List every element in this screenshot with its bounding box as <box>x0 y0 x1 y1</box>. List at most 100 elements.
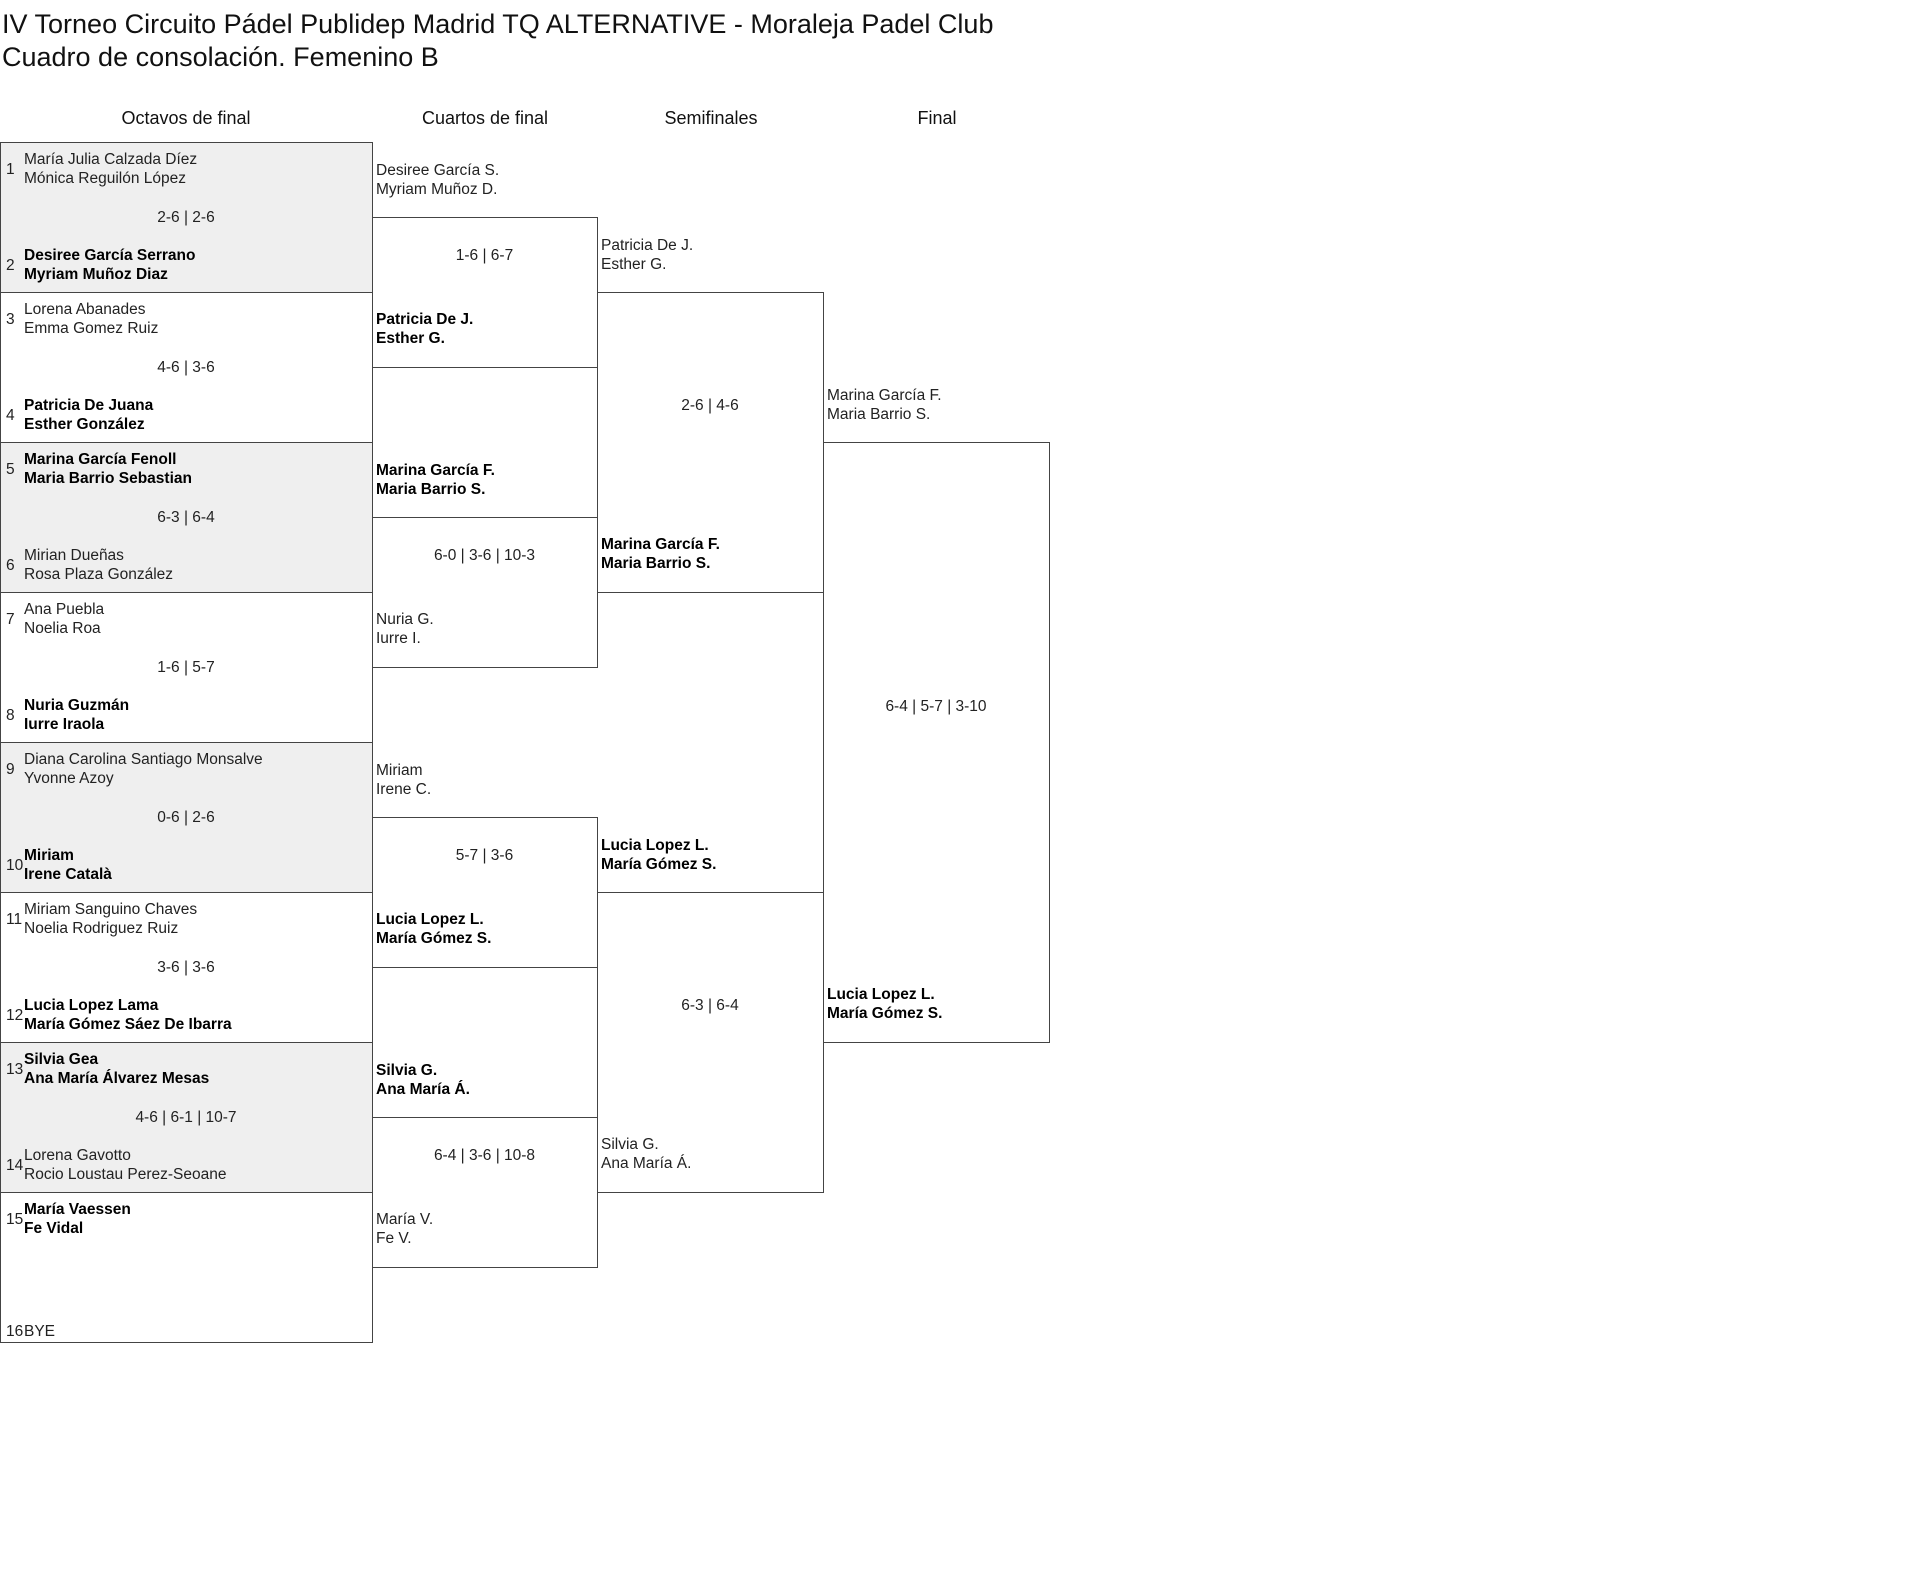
player-name: Ana María Álvarez Mesas <box>24 1070 210 1087</box>
match-score: 3-6 | 3-6 <box>157 959 215 976</box>
player-name: Silvia G. <box>601 1136 659 1153</box>
team-entry[interactable]: Patricia De J. Esther G. <box>376 310 473 348</box>
team-names: Patricia De J. Esther G. <box>601 236 693 274</box>
player-name: Mónica Reguilón López <box>24 170 186 187</box>
player-name: María V. <box>376 1211 434 1228</box>
player-name: Esther González <box>24 416 145 433</box>
match-score: 6-4 | 3-6 | 10-8 <box>433 1147 536 1164</box>
seed-number: 3 <box>6 310 15 328</box>
round-header: Semifinales <box>664 108 758 128</box>
player-name: Mirian Dueñas <box>24 547 124 564</box>
player-name: Miriam Sanguino Chaves <box>24 901 198 918</box>
match-score: 2-6 | 2-6 <box>157 209 215 226</box>
team-entry[interactable]: Silvia G.Ana María Á. <box>601 1135 691 1173</box>
seed-number: 5 <box>6 460 15 478</box>
seed-number: 1 <box>6 160 15 178</box>
player-name: Patricia De Juana <box>24 397 154 414</box>
player-name: Esther G. <box>376 330 445 347</box>
player-name: Miriam <box>376 762 423 779</box>
team-entry[interactable]: Lucia Lopez L.María Gómez S. <box>601 836 716 874</box>
player-name: Patricia De J. <box>601 237 694 254</box>
team-entry[interactable]: Silvia G. Ana María Á. <box>376 1061 470 1099</box>
match-score: 6-3 | 6-4 <box>157 509 215 526</box>
team-entry[interactable]: Patricia De J. Esther G. <box>601 236 693 274</box>
player-name: Maria Barrio Sebastian <box>24 470 192 487</box>
player-name: Maria Barrio S. <box>376 481 486 498</box>
team-entry[interactable]: Lucia Lopez L.María Gómez S. <box>376 910 491 948</box>
player-name: Ana María Á. <box>376 1081 470 1098</box>
team-names: Nuria G.Iurre I. <box>376 610 434 648</box>
seed-number: 14 <box>6 1156 24 1174</box>
seed-number: 9 <box>6 760 15 778</box>
player-name: Maria Barrio S. <box>601 555 711 572</box>
team-entry[interactable]: Nuria G.Iurre I. <box>376 610 434 648</box>
player-name: BYE <box>24 1322 56 1340</box>
player-name: Yvonne Azoy <box>24 770 114 787</box>
player-name: Myriam Muñoz D. <box>376 181 498 198</box>
team-entry[interactable]: Marina García F. Maria Barrio S. <box>827 386 942 424</box>
player-name: Miriam <box>24 847 74 864</box>
player-name: Rosa Plaza González <box>24 566 174 583</box>
seed-number: 11 <box>6 910 23 928</box>
team-names: Marina García F. Maria Barrio S. <box>376 461 495 499</box>
seed-number: 15 <box>6 1210 24 1228</box>
player-name: María Vaessen <box>24 1201 131 1218</box>
player-name: Marina García F. <box>376 462 495 479</box>
player-name: Maria Barrio S. <box>827 406 931 423</box>
round-header: Octavos de final <box>121 108 251 128</box>
player-name: Nuria Guzmán <box>24 697 130 714</box>
player-name: Rocio Loustau Perez-Seoane <box>24 1166 227 1183</box>
team-names: Marina García F. Maria Barrio S. <box>827 386 942 424</box>
team-entry[interactable]: Marina García F.Maria Barrio S. <box>601 535 720 573</box>
player-name: Lucia Lopez L. <box>376 911 484 928</box>
seed-number: 8 <box>6 706 15 724</box>
seed-number: 4 <box>6 406 15 424</box>
team-entry[interactable]: Marina García F. Maria Barrio S. <box>376 461 495 499</box>
player-name: Emma Gomez Ruiz <box>24 320 159 337</box>
match-score: 4-6 | 6-1 | 10-7 <box>135 1109 237 1126</box>
tournament-title: IV Torneo Circuito Pádel Publidep Madrid… <box>2 9 994 39</box>
player-name: Esther G. <box>601 256 667 273</box>
player-name: Lucia Lopez Lama <box>24 997 159 1014</box>
match-score: 0-6 | 2-6 <box>157 809 215 826</box>
player-name: Silvia G. <box>376 1062 438 1079</box>
team-entry[interactable]: Desiree García S.Myriam Muñoz D. <box>376 161 499 199</box>
player-name: María Gómez Sáez De Ibarra <box>24 1016 232 1033</box>
match-score: 6-3 | 6-4 <box>681 997 739 1014</box>
match-box <box>823 442 1050 1043</box>
player-name: Lorena Gavotto <box>24 1147 131 1164</box>
player-name: Silvia Gea <box>24 1051 99 1068</box>
player-name: Myriam Muñoz Diaz <box>24 266 168 283</box>
player-name: Patricia De J. <box>376 311 474 328</box>
team-entry[interactable]: María V.Fe V. <box>376 1210 433 1248</box>
player-name: Nuria G. <box>376 611 434 628</box>
team-entry[interactable]: Lucia Lopez L.María Gómez S. <box>827 985 942 1023</box>
player-name: Marina García F. <box>827 387 942 404</box>
match-box <box>0 1042 373 1193</box>
